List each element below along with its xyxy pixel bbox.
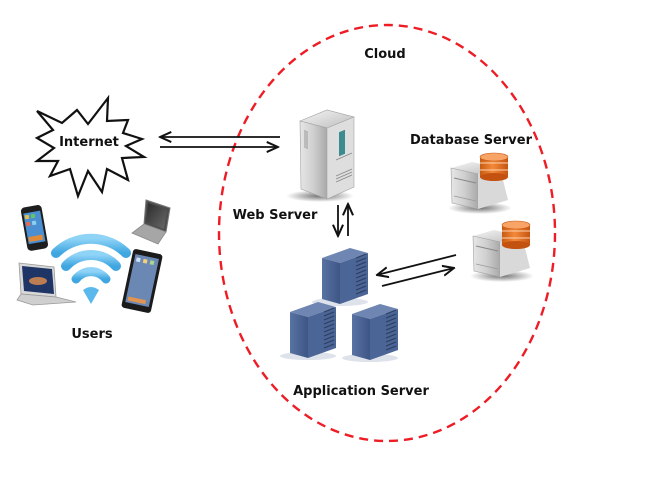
database-server-icon [470, 220, 534, 282]
web-server-label: Web Server [233, 208, 318, 223]
starburst-icon [33, 94, 148, 200]
rack-server-icon [312, 248, 368, 306]
tablet-icon [121, 249, 163, 313]
database-disk-icon [479, 152, 509, 181]
edge-appserver-dbserver [377, 254, 457, 287]
edge-webserver-appserver [338, 204, 348, 236]
internet-node: Internet [33, 94, 148, 200]
cloud-boundary [217, 23, 557, 443]
application-server-label: Application Server [293, 384, 429, 399]
macbook-icon [16, 262, 77, 306]
database-server-icon [448, 152, 512, 214]
smartphone-icon [20, 205, 49, 251]
tower-server-icon [299, 109, 355, 200]
arrow-to-appserver-from-db [377, 254, 457, 275]
users-node: Users [16, 199, 171, 342]
database-disk-icon [501, 220, 531, 249]
database-server-node: Database Server [410, 133, 534, 282]
application-server-node: Application Server [280, 248, 429, 399]
wifi-icon [51, 233, 131, 304]
internet-label: Internet [59, 135, 119, 150]
arrow-to-dbserver [381, 268, 454, 287]
cloud-label: Cloud [364, 47, 406, 62]
rack-server-icon [342, 304, 398, 362]
edge-internet-webserver [160, 137, 280, 147]
web-server-node: Web Server [233, 109, 355, 223]
laptop-icon [131, 199, 171, 245]
database-server-label: Database Server [410, 133, 533, 148]
rack-server-icon [280, 302, 336, 360]
users-label: Users [71, 327, 113, 342]
